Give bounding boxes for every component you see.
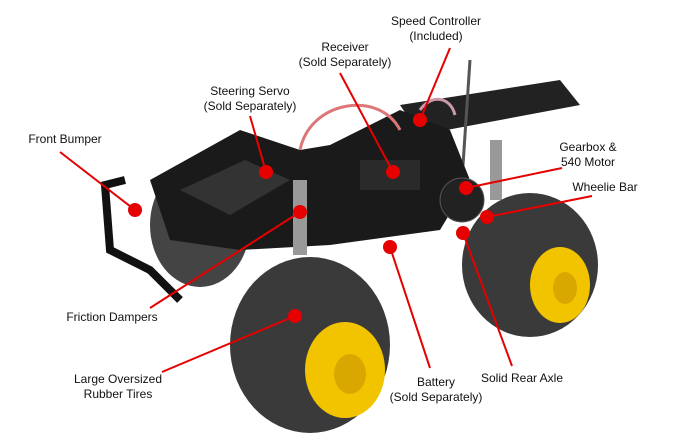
label-friction-dampers: Friction Dampers [66, 310, 157, 325]
label-front-bumper: Front Bumper [28, 132, 101, 147]
marker-dot-rubber-tires [288, 309, 302, 323]
leader-line-rubber-tires [161, 315, 296, 373]
wires [298, 103, 402, 151]
label-line: Speed Controller [390, 14, 482, 28]
label-line: Steering Servo [210, 84, 290, 98]
label-speed-controller: Speed Controller(Included) [391, 14, 481, 44]
label-line: (Sold Separately) [203, 99, 297, 113]
label-line: (Sold Separately) [389, 390, 483, 404]
wires-2 [418, 97, 457, 116]
label-line: Large Oversized [73, 372, 163, 386]
label-steering-servo: Steering Servo(Sold Separately) [204, 84, 297, 114]
marker-dot-friction-dampers [293, 205, 307, 219]
rear-hub [553, 272, 577, 304]
leader-line-gearbox [465, 167, 563, 189]
marker-dot-front-bumper [128, 203, 142, 217]
label-rear-axle: Solid Rear Axle [481, 371, 563, 386]
label-wheelie-bar: Wheelie Bar [572, 180, 637, 195]
marker-dot-battery [383, 240, 397, 254]
antenna [460, 59, 472, 181]
leader-line-friction-dampers [149, 211, 301, 309]
label-line: Wheelie Bar [572, 180, 638, 194]
marker-dot-steering-servo [259, 165, 273, 179]
label-line: (Sold Separately) [298, 55, 392, 69]
front-hub [334, 354, 366, 394]
leader-line-front-bumper [59, 151, 136, 211]
label-receiver: Receiver(Sold Separately) [299, 40, 392, 70]
front-bumper-bar [100, 176, 183, 303]
marker-dot-speed-controller [413, 113, 427, 127]
rear-tray [400, 80, 580, 135]
marker-dot-wheelie-bar [480, 210, 494, 224]
label-line: Gearbox & [559, 140, 617, 154]
label-line: Rubber Tires [83, 387, 153, 401]
leader-line-battery [389, 246, 431, 369]
marker-dot-receiver [386, 165, 400, 179]
label-line: Receiver [321, 40, 369, 54]
chassis [150, 110, 470, 250]
label-line: Friction Dampers [66, 310, 158, 324]
label-line: Front Bumper [28, 132, 102, 146]
label-gearbox: Gearbox &540 Motor [559, 140, 616, 170]
leader-line-steering-servo [249, 115, 267, 173]
rear-damper [490, 140, 502, 200]
leader-line-rear-axle [462, 232, 513, 367]
motor [439, 177, 485, 223]
leader-line-speed-controller [419, 47, 451, 121]
label-battery: Battery(Sold Separately) [390, 375, 483, 405]
leader-line-receiver [339, 72, 394, 173]
label-line: Battery [416, 375, 455, 389]
label-line: (Included) [409, 29, 463, 43]
marker-dot-gearbox [459, 181, 473, 195]
label-line: Solid Rear Axle [480, 371, 564, 385]
leader-line-wheelie-bar [486, 195, 593, 218]
marker-dot-rear-axle [456, 226, 470, 240]
label-line: 540 Motor [560, 155, 616, 169]
